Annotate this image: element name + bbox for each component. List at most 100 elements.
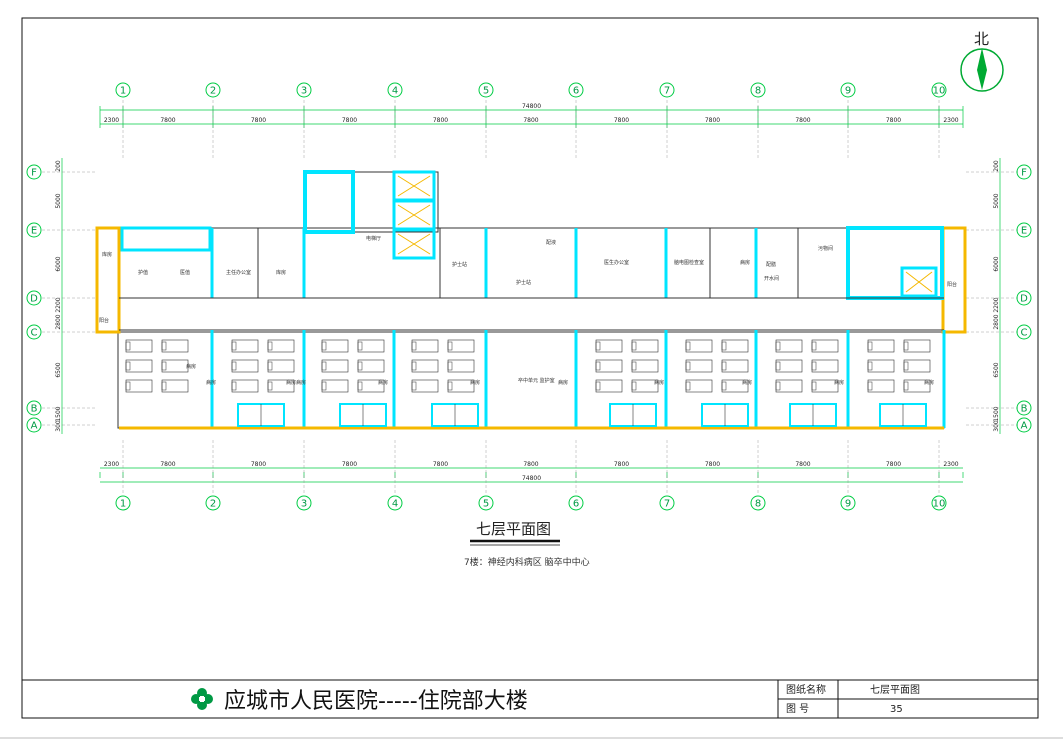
drawing-name-value: 七层平面图 <box>870 684 920 696</box>
dim-segment: 7800 <box>886 117 901 124</box>
bed-icon <box>231 359 259 373</box>
grid-bubble-A-right: A <box>1016 417 1032 433</box>
drawing-subtitle: 7楼：神经内科病区 脑卒中中心 <box>464 556 590 568</box>
bed-icon <box>447 359 475 373</box>
dim-vertical: 2800 <box>55 314 62 329</box>
dim-segment: 2300 <box>104 461 119 468</box>
bed-icon <box>685 379 713 393</box>
ward-label: 病房 <box>186 363 196 370</box>
dim-segment: 2300 <box>943 117 958 124</box>
grid-bubble-10-top: 10 <box>931 82 947 98</box>
grid-col-label: 3 <box>301 86 307 97</box>
room-nurse-station: 护士站 <box>452 261 467 268</box>
bed-icon <box>867 379 895 393</box>
grid-bubble-A-left: A <box>26 417 42 433</box>
dim-segment: 2300 <box>104 117 119 124</box>
grid-col-label: 4 <box>392 499 398 510</box>
dim-vertical: 1500 <box>55 406 62 421</box>
grid-bubble-1-top: 1 <box>115 82 131 98</box>
room-storage1: 库房 <box>102 251 112 258</box>
grid-row-label: E <box>31 226 37 237</box>
grid-row-label: C <box>1021 328 1028 339</box>
bed-icon <box>161 339 189 353</box>
grid-row-label: D <box>30 294 38 305</box>
grid-bubble-5-bottom: 5 <box>478 495 494 511</box>
grid-col-label: 2 <box>210 499 216 510</box>
room-dirty: 污物间 <box>818 245 833 252</box>
room-pantry: 配膳 <box>766 261 776 268</box>
grid-col-label: 10 <box>933 86 946 97</box>
bed-icon <box>231 379 259 393</box>
grid-bubble-B-right: B <box>1016 400 1032 416</box>
grid-bubble-E-left: E <box>26 222 42 238</box>
dim-vertical: 6500 <box>993 362 1000 377</box>
bed-icon <box>685 339 713 353</box>
bed-icon <box>811 339 839 353</box>
dim-segment: 7800 <box>433 461 448 468</box>
bathroom-pod <box>789 403 837 427</box>
ward-label: 病房 <box>742 379 752 386</box>
bed-icon <box>231 339 259 353</box>
bed-icon <box>685 359 713 373</box>
grid-bubble-F-left: F <box>26 164 42 180</box>
drawing-title: 七层平面图 <box>476 520 551 538</box>
dim-vertical: 2800 <box>993 314 1000 329</box>
bed-icon <box>411 379 439 393</box>
room-eeg: 脑电图检查室 <box>674 259 704 266</box>
grid-col-label: 10 <box>933 499 946 510</box>
bed-icon <box>811 379 839 393</box>
bed-icon <box>867 339 895 353</box>
dim-segment: 2300 <box>943 461 958 468</box>
dim-vertical: 6000 <box>55 256 62 271</box>
grid-row-label: B <box>1021 404 1028 415</box>
bed-icon <box>161 379 189 393</box>
bathroom-pod <box>339 403 387 427</box>
grid-bubble-6-bottom: 6 <box>568 495 584 511</box>
grid-bubble-10-bottom: 10 <box>931 495 947 511</box>
grid-col-label: 3 <box>301 499 307 510</box>
dim-segment: 7800 <box>523 461 538 468</box>
grid-row-label: E <box>1021 226 1027 237</box>
dim-segment: 7800 <box>160 461 175 468</box>
room-doctors-office: 医生办公室 <box>604 259 629 266</box>
room-ward-top: 病房 <box>740 259 750 266</box>
bed-icon <box>267 359 295 373</box>
bed-icon <box>595 339 623 353</box>
ward-label: 病房 <box>286 379 296 386</box>
dim-segment: 7800 <box>251 117 266 124</box>
bed-icon <box>631 359 659 373</box>
drawing-name-label: 图纸名称 <box>786 683 826 696</box>
bed-icon <box>721 359 749 373</box>
dim-segment: 7800 <box>705 461 720 468</box>
ward-label: 病房 <box>378 379 388 386</box>
dim-segment: 7800 <box>523 117 538 124</box>
bed-icon <box>775 339 803 353</box>
grid-bubble-C-right: C <box>1016 324 1032 340</box>
ward-label: 病房 <box>834 379 844 386</box>
title-block: 应城市人民医院-----住院部大楼 图纸名称 七层平面图 图 号 35 <box>22 679 1038 718</box>
bed-icon <box>631 339 659 353</box>
dim-segment: 7800 <box>342 117 357 124</box>
bed-icon <box>903 339 931 353</box>
bathroom-pod <box>237 403 285 427</box>
grid-col-label: 7 <box>664 86 670 97</box>
grid-col-label: 5 <box>483 86 489 97</box>
grid-bubble-D-left: D <box>26 290 42 306</box>
room-boiling: 开水间 <box>764 275 779 282</box>
dim-segment: 7800 <box>614 461 629 468</box>
bed-icon <box>595 359 623 373</box>
dim-segment: 7800 <box>160 117 175 124</box>
dim-vertical: 6000 <box>993 256 1000 271</box>
ward-label: 病房 <box>924 379 934 386</box>
dim-total: 74800 <box>522 103 541 110</box>
dim-segment: 7800 <box>251 461 266 468</box>
hospital-logo-icon <box>191 688 213 710</box>
grid-bubble-F-right: F <box>1016 164 1032 180</box>
grid-bubble-8-bottom: 8 <box>750 495 766 511</box>
dim-vertical: 2200 <box>55 297 62 312</box>
grid-col-label: 1 <box>120 86 126 97</box>
grid-bubble-2-bottom: 2 <box>205 495 221 511</box>
